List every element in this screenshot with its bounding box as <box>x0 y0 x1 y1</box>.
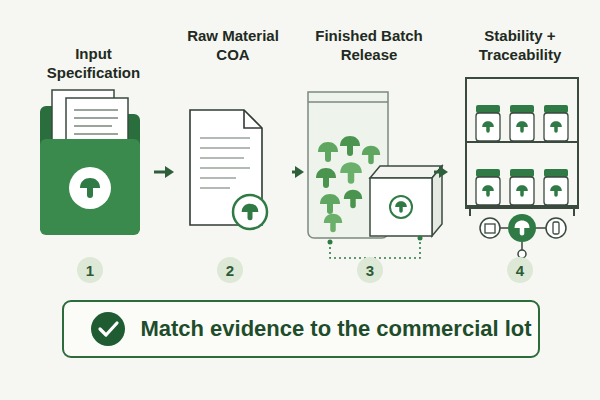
flow-arrow <box>434 166 448 178</box>
box-icon <box>485 224 495 233</box>
text-lines <box>74 110 118 134</box>
badge-circle <box>390 196 412 218</box>
gummy <box>340 162 362 184</box>
step-title: Input Specification <box>35 44 152 82</box>
vial-icon-circle <box>546 218 566 238</box>
callout-number: 4 <box>516 263 524 278</box>
box-icon-circle <box>480 218 500 238</box>
jar-row <box>476 105 568 141</box>
zipper-line <box>308 101 388 103</box>
callout-number: 2 <box>226 263 234 278</box>
coa-document <box>190 110 267 229</box>
flow-arrow <box>154 166 174 178</box>
folder-front <box>40 139 140 235</box>
banner-text: Match evidence to the commercial lot <box>140 316 531 342</box>
step-number-circle: 2 <box>217 257 243 283</box>
trace-dot <box>418 236 423 241</box>
check-mark <box>100 323 117 335</box>
step-column: Stability + Traceability 4 <box>450 22 590 290</box>
mushroom-icon <box>482 121 494 133</box>
step-title: Finished Batch Release <box>306 26 432 64</box>
box-top <box>370 166 442 178</box>
jar-lid <box>544 169 568 177</box>
jar-lid <box>510 105 534 113</box>
step-column: Input Specification 1 <box>35 22 152 290</box>
gummy <box>344 190 362 208</box>
mushroom-icon <box>516 121 528 133</box>
gummy <box>362 146 380 164</box>
jar <box>544 177 568 205</box>
gummy <box>320 194 340 214</box>
jar-lid <box>476 169 500 177</box>
mushroom-icon <box>516 185 528 197</box>
badge-circle <box>233 195 267 229</box>
folded-corner <box>244 110 262 128</box>
check-circle <box>91 312 125 346</box>
mushroom-icon <box>550 121 562 133</box>
arrow-head <box>439 166 448 178</box>
vial-icon <box>553 222 559 234</box>
shelf-boards <box>466 142 578 216</box>
summary-banner: Match evidence to the commercial lot <box>62 300 540 358</box>
box-front <box>370 178 432 236</box>
jar-row <box>476 169 568 205</box>
folder-illustration <box>40 90 140 235</box>
step-number-circle: 3 <box>357 257 383 283</box>
jar <box>544 113 568 141</box>
callout-number: 3 <box>366 263 374 278</box>
mushroom-icon <box>550 185 562 197</box>
shelf-illustration <box>466 78 578 258</box>
step-column: Finished Batch Release 3 <box>306 22 432 290</box>
gummy <box>340 136 360 156</box>
document-sheet <box>190 110 262 225</box>
mushroom-icon <box>395 201 407 213</box>
callout-number: 1 <box>86 263 94 278</box>
arrow-head <box>165 166 174 178</box>
mushroom-icon <box>80 178 100 198</box>
gummy <box>318 142 338 162</box>
arrow-head <box>295 166 304 178</box>
jar <box>476 113 500 141</box>
jar-lid <box>510 169 534 177</box>
center-icon-circle <box>508 214 536 242</box>
step-column: Raw Material COA 2 <box>176 22 290 290</box>
mushroom-icon <box>515 221 530 236</box>
jar <box>510 177 534 205</box>
step-title: Stability + Traceability <box>450 26 590 64</box>
icon-circle <box>69 167 111 209</box>
jar <box>476 177 500 205</box>
trace-line <box>330 238 420 258</box>
trace-dot <box>328 240 333 245</box>
gummy <box>316 168 336 188</box>
batch-illustration <box>308 92 442 258</box>
step-title: Raw Material COA <box>176 26 290 64</box>
mushroom-icon <box>242 204 259 221</box>
mushroom-icon <box>482 185 494 197</box>
step-number-circle: 1 <box>77 257 103 283</box>
jar-lid <box>476 105 500 113</box>
step-number-circle: 4 <box>507 257 533 283</box>
flow-arrow <box>292 166 304 178</box>
jar-lid <box>544 105 568 113</box>
text-lines <box>200 138 250 188</box>
gummy <box>324 214 342 232</box>
jar <box>510 113 534 141</box>
